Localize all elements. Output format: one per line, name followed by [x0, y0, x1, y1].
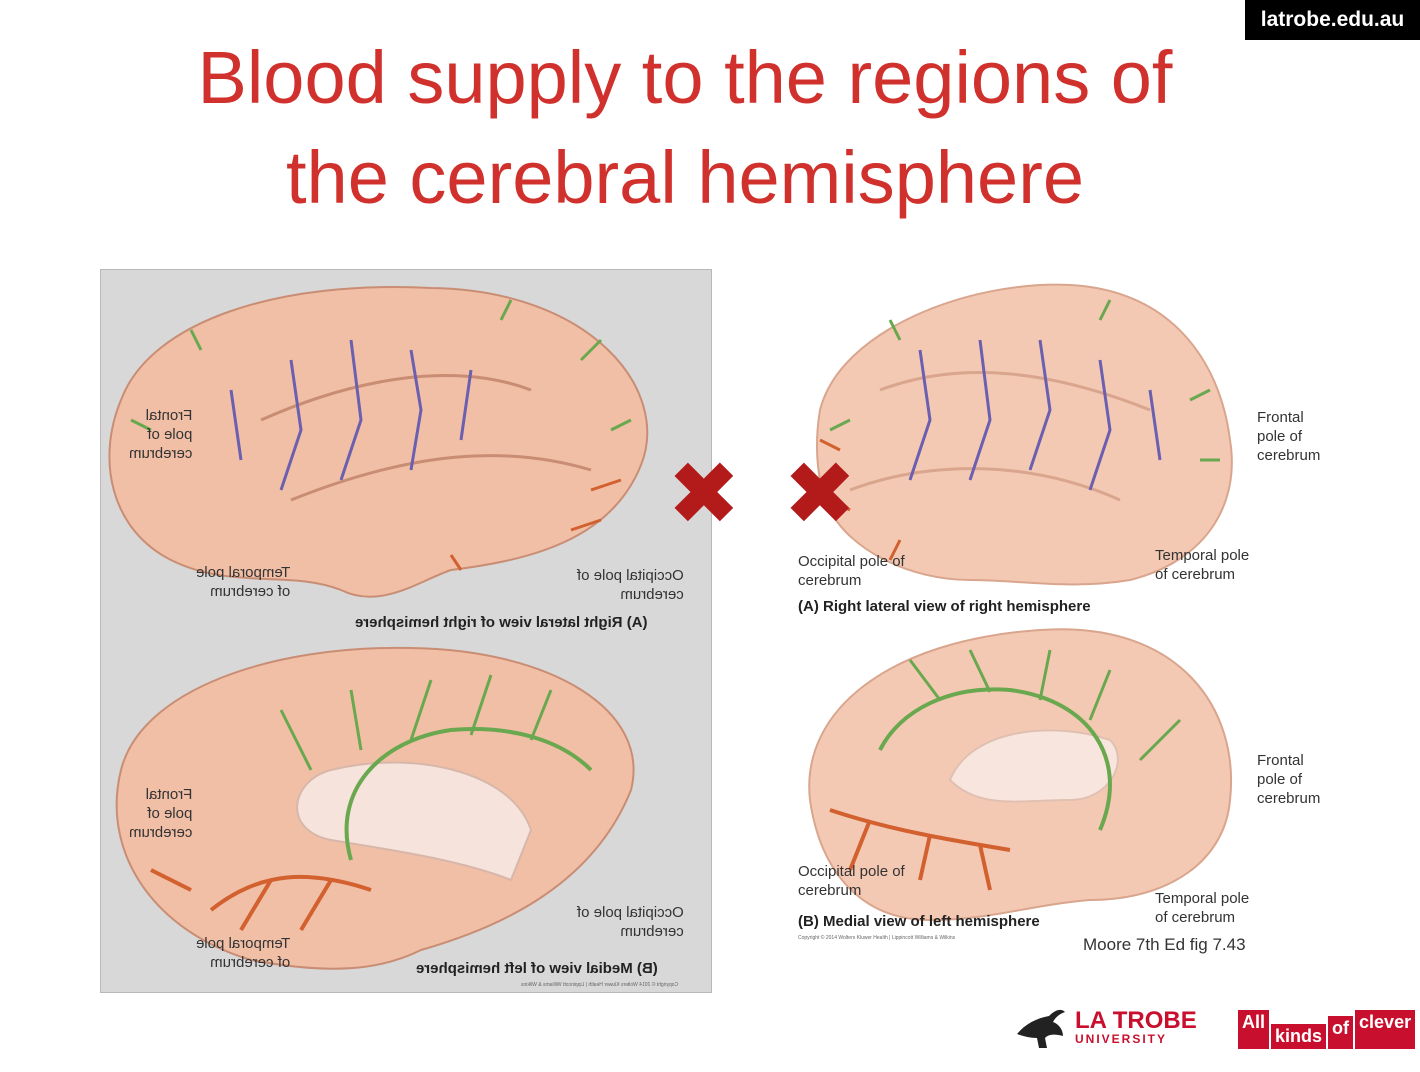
eagle-icon	[1017, 1009, 1065, 1048]
lateral-brain-shape	[108, 286, 649, 598]
url-badge: latrobe.edu.au	[1245, 0, 1420, 40]
title-line-2: the cerebral hemisphere	[286, 136, 1084, 219]
right-lateral-frontal-label: Frontal pole of cerebrum	[1257, 409, 1321, 464]
tagline-word-3: of	[1328, 1016, 1354, 1049]
figure-reference: Moore 7th Ed fig 7.43	[1083, 935, 1246, 954]
left-medial-frontal-label: Frontal pole of cerebrum	[129, 786, 193, 841]
lateral-brain-shape	[816, 283, 1233, 586]
logo-name: LA TROBE	[1075, 1007, 1197, 1034]
wrong-x-icon: ✖	[667, 444, 741, 543]
medial-brain-shape	[115, 646, 635, 970]
right-lateral-temporal-label: Temporal pole of cerebrum	[1155, 547, 1250, 583]
right-medial-occipital-label: Occipital pole of cerebrum	[798, 863, 905, 899]
tagline-word-4: clever	[1355, 1010, 1416, 1049]
correct-brain-illustration	[808, 283, 1233, 922]
tagline-word-1: All	[1238, 1010, 1270, 1049]
right-medial-temporal-label: Temporal pole of cerebrum	[1155, 890, 1250, 926]
tagline: All kinds of clever	[1238, 1010, 1416, 1049]
right-lateral-occipital-label: Occipital pole of cerebrum	[798, 553, 905, 589]
left-medial-temporal-label: Temporal pole of cerebrum	[196, 935, 291, 971]
slide-title: Blood supply to the regions of the cereb…	[0, 28, 1370, 228]
left-lateral-caption: (A) Right lateral view of right hemisphe…	[355, 614, 648, 631]
medial-brain-shape	[808, 628, 1232, 922]
wrong-x-icon: ✖	[783, 444, 857, 543]
left-copyright: Copyright © 2014 Wolters Kluwer Health |…	[521, 982, 679, 988]
right-lateral-caption: (A) Right lateral view of right hemisphe…	[798, 598, 1091, 615]
left-medial-occipital-label: Occipital pole of cerebrum	[577, 904, 684, 940]
title-line-1: Blood supply to the regions of	[197, 36, 1173, 119]
right-medial-frontal-label: Frontal pole of cerebrum	[1257, 752, 1321, 807]
right-medial-caption: (B) Medial view of left hemisphere	[798, 913, 1040, 930]
right-copyright: Copyright © 2014 Wolters Kluwer Health |…	[798, 935, 956, 941]
left-lateral-occipital-label: Occipital pole of cerebrum	[577, 567, 684, 603]
logo-sub: UNIVERSITY	[1075, 1032, 1168, 1046]
latrobe-logo: LA TROBE UNIVERSITY	[1015, 1006, 1197, 1050]
mirrored-brain-illustration	[108, 286, 649, 970]
left-medial-caption: (B) Medial view of left hemisphere	[416, 960, 658, 977]
left-lateral-temporal-label: Temporal pole of cerebrum	[196, 564, 291, 600]
mirrored-figure-panel: Frontal pole of cerebrum Temporal pole o…	[100, 269, 712, 993]
correct-figure-panel: Frontal pole of cerebrum Temporal pole o…	[790, 280, 1350, 960]
tagline-word-2: kinds	[1271, 1024, 1327, 1049]
left-lateral-frontal-label: Frontal pole of cerebrum	[129, 407, 193, 462]
